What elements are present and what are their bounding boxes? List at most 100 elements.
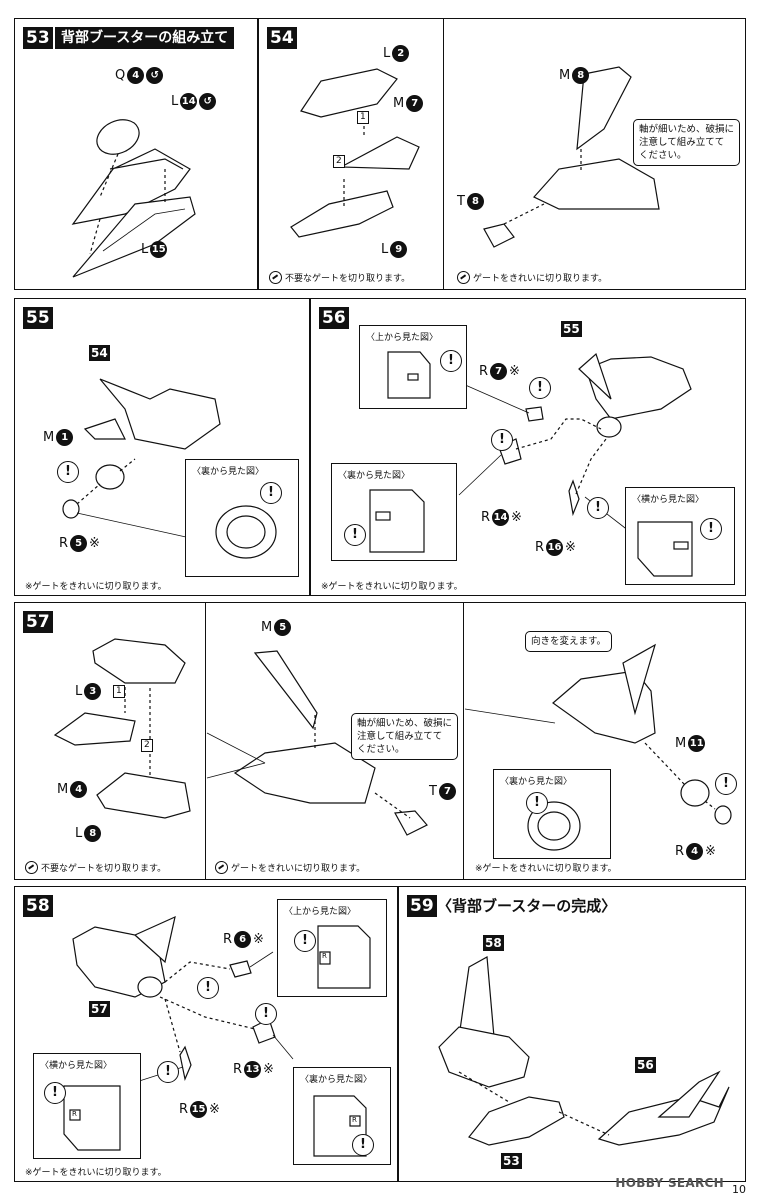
gate-clean-note: ※ゲートをきれいに切り取ります。 [321,582,463,592]
view-title: 〈上から見た図〉 [284,907,357,917]
booster-detail-parts-illustration [458,352,692,532]
part-number-badge: 8 [466,193,484,210]
part-number-badge: 7 [490,363,508,380]
watermark: HOBBY SEARCH [615,1176,724,1190]
step-number: 55 [23,307,53,329]
panel-divider [463,603,464,879]
gate-mark: ※ [209,1102,220,1117]
step-59-panel: 59 〈背部ブースターの完成〉 58 56 53 [398,886,746,1182]
part-number-badge: 4 [70,781,88,798]
panel-divider [205,603,206,879]
side-view-box: 〈横から見た図〉 ! R [33,1053,141,1159]
part-letter: R [481,510,491,525]
side-view-part [63,1085,121,1151]
part-letter: L [383,46,391,61]
view-title: 〈裏から見た図〉 [338,471,411,481]
back-view-box: 〈裏から見た図〉 ! [185,459,299,577]
caution-icon: ! [255,1003,277,1025]
part-letter: L [75,826,83,841]
reference-step: 56 [635,1057,656,1073]
part-number-badge: 14 [180,93,198,110]
note-text: ゲートをきれいに切り取ります。 [231,864,366,874]
page-number: 10 [732,1183,746,1196]
step-number: 59 [407,895,437,917]
back-view-part [369,489,425,553]
top-view-box: 〈上から見た図〉 ! [359,325,467,409]
reference-step: 55 [561,321,582,337]
side-view-part [637,521,693,577]
caution-icon: ! [440,350,462,372]
part-letter: Q [115,68,126,83]
r-tag: R [352,1116,357,1124]
part-letter: R [675,844,685,859]
view-title: 〈横から見た図〉 [40,1061,113,1071]
step-title: 背部ブースターの組み立て [55,27,235,49]
gate-mark: ※ [565,540,576,555]
gate-cut-icon: ↺ [146,67,164,84]
reference-step: 54 [89,345,110,361]
booster-finishing-parts-illustration [72,915,294,1084]
part-number-badge: 15 [190,1101,208,1118]
booster-body-parts-illustration [290,66,660,248]
booster-nose-parts-illustration [71,119,196,278]
caution-icon: ! [526,792,548,814]
part-number-badge: 2 [392,45,410,62]
gate-mark: ※ [705,844,716,859]
caution-icon: ! [700,518,722,540]
back-view-box: 〈裏から見た図〉 ! [493,769,611,859]
panel-divider [443,19,444,289]
part-number-badge: 9 [390,241,408,258]
view-title: 〈裏から見た図〉 [500,777,573,787]
caution-icon: ! [352,1134,374,1156]
step-number: 56 [319,307,349,329]
step-number: 53 [23,27,53,49]
caution-icon: ! [587,497,609,519]
caution-icon: ! [157,1061,179,1083]
note-text: 不要なゲートを切り取ります。 [41,864,167,874]
part-letter: R [179,1102,189,1117]
part-number-badge: 8 [84,825,102,842]
gate-clean-note: ゲートをきれいに切り取ります。 [215,861,365,874]
order-box: 2 [141,739,153,752]
caution-icon: ! [294,930,316,952]
completed-back-booster-illustration [438,956,730,1146]
part-letter: M [559,68,571,83]
assembly-order-1: 1 [113,685,125,698]
part-letter: M [57,782,69,797]
part-number-badge: 4 [127,67,145,84]
caution-icon: ! [57,461,79,483]
gate-remove-note: 不要なゲートを切り取ります。 [269,271,410,284]
gate-mark: ※ [509,364,520,379]
nipper-icon [215,861,228,874]
part-number-badge: 13 [244,1061,262,1078]
gate-mark: ※ [89,536,100,551]
view-title: 〈横から見た図〉 [632,495,705,505]
part-number-badge: 3 [84,683,102,700]
part-number-badge: 4 [686,843,704,860]
part-letter: R [233,1062,243,1077]
part-number-badge: 11 [688,735,706,752]
step-title: 〈背部ブースターの完成〉 [437,897,617,915]
part-letter: L [141,242,149,257]
part-letter: R [59,536,69,551]
reference-step: 53 [501,1153,522,1169]
note-text: ゲートをきれいに切り取ります。 [473,274,608,284]
caution-bubble: 軸が細いため、破損に 注意して組み立てて ください。 [633,119,741,166]
top-view-part [317,925,371,989]
part-number-badge: 7 [438,783,456,800]
step-number: 54 [267,27,297,49]
booster-second-half-illustration [53,638,732,836]
